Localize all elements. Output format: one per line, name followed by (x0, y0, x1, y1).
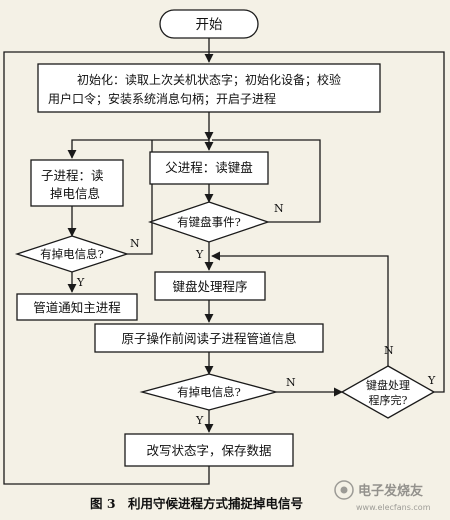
child-read-label-line2: 掉电信息 (50, 186, 100, 201)
parent-read-label: 父进程：读键盘 (165, 160, 253, 175)
child-decision-label: 有掉电信息? (40, 247, 104, 261)
figure-caption: 图 3 利用守候进程方式捕捉掉电信号 (90, 496, 303, 511)
init-node (37, 63, 381, 113)
atomic-read-label: 原子操作前阅读子进程管道信息 (121, 331, 296, 346)
connectors (3, 38, 445, 485)
child-no-label: N (130, 237, 140, 250)
start-label: 开始 (196, 17, 223, 33)
caption-figure-number: 图 3 (90, 496, 116, 511)
power-check-label: 有掉电信息? (177, 385, 241, 399)
watermark-text: 电子发烧友 (358, 483, 423, 499)
key-proc-node (154, 271, 266, 301)
power-check-no-label: N (286, 376, 296, 389)
edge-save-loop (3, 51, 210, 485)
init-label-line2: 用户口令；安装系统消息句柄；开启子进程 (48, 91, 276, 106)
key-done-label-line1: 键盘处理 (366, 378, 410, 392)
caption-text: 利用守候进程方式捕捉掉电信号 (128, 496, 303, 511)
watermark-url: www.elecfans.com (356, 503, 431, 512)
watermark-logo-dot-icon (340, 486, 348, 494)
power-check-decision-node (139, 373, 279, 411)
edge-keyevent-no (212, 139, 321, 223)
save-label: 改写状态字，保存数据 (146, 443, 271, 458)
child-decision-node (14, 235, 130, 273)
child-yes-label: Y (76, 276, 85, 289)
key-event-no-label: N (274, 202, 284, 215)
edge-keydone-no (211, 251, 389, 366)
pipe-notify-node (16, 293, 138, 321)
pipe-notify-label: 管道通知主进程 (33, 300, 121, 315)
key-done-decision-node (340, 365, 436, 419)
watermark-logo-icon (334, 480, 354, 500)
key-event-decision-node (147, 201, 271, 243)
key-event-label: 有键盘事件? (177, 215, 241, 229)
key-done-no-label: N (384, 344, 394, 357)
init-label-line1: 初始化：读取上次关机状态字；初始化设备；校验 (77, 72, 341, 87)
key-done-yes-label: Y (427, 374, 436, 387)
key-proc-label: 键盘处理程序 (172, 279, 247, 294)
power-check-yes-label: Y (195, 414, 204, 427)
start-node (159, 9, 259, 39)
edge-junction-child (67, 139, 209, 159)
key-done-label-line2: 程序完? (369, 393, 408, 407)
key-event-yes-label: Y (195, 248, 204, 261)
save-node (124, 433, 294, 467)
child-read-node (30, 159, 124, 207)
edge-keydone-yes (209, 51, 445, 393)
atomic-read-node (94, 323, 324, 353)
watermark: 电子发烧友 www.elecfans.com (334, 480, 431, 512)
parent-read-node (149, 151, 269, 185)
child-read-label-line1: 子进程：读 (41, 168, 104, 183)
